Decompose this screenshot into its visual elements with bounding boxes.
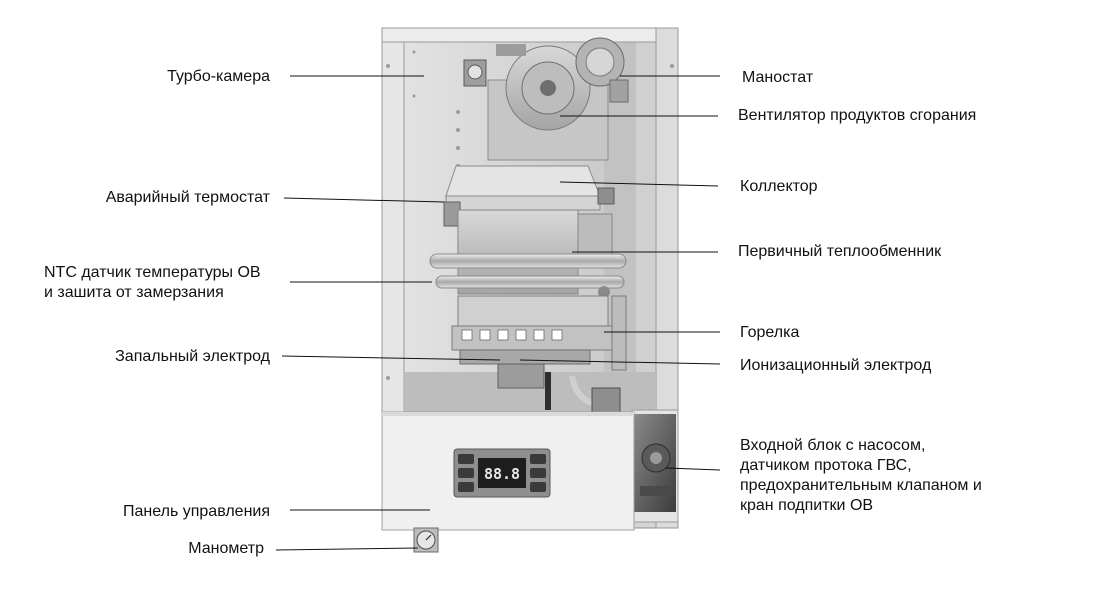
leader-inlet-block: [665, 467, 721, 471]
heat-exchanger: [429, 209, 627, 298]
label-ionization-electrode: Ионизационный электрод: [740, 357, 932, 374]
label-collector: Коллектор: [740, 178, 818, 195]
label-burner: Горелка: [740, 324, 800, 341]
leader-lines: [275, 75, 721, 551]
label-turbo: Турбо-камера: [167, 68, 270, 85]
label-fan: Вентилятор продуктов сгорания: [738, 107, 977, 124]
leader-emergency-thermostat: [283, 197, 445, 203]
label-heat-exchanger: Первичный теплообменник: [738, 243, 942, 260]
label-inlet-block: Входной блок с насосом, датчиком протока…: [740, 437, 982, 514]
label-manostat: Маностат: [742, 69, 814, 86]
inlet-block: [631, 409, 679, 523]
collector: [445, 165, 601, 211]
label-ntc-sensor: NTC датчик температуры ОВ и зашита от за…: [44, 264, 261, 301]
fan-assembly: [463, 37, 629, 161]
leader-manometer: [275, 547, 419, 551]
control-display: 88.8: [453, 448, 551, 498]
leader-ionization-electrode: [519, 359, 721, 365]
label-manometer: Манометр: [188, 540, 264, 557]
leader-collector: [559, 181, 719, 187]
label-emergency-thermostat: Аварийный термостат: [105, 189, 270, 206]
display-digits: 88.8: [484, 465, 520, 483]
burner: [451, 295, 627, 389]
leader-ignition-electrode: [281, 355, 501, 361]
label-control-panel: Панель управления: [123, 503, 270, 520]
label-ignition-electrode: Запальный электрод: [115, 348, 270, 365]
emergency-thermostat-part: [443, 187, 615, 227]
